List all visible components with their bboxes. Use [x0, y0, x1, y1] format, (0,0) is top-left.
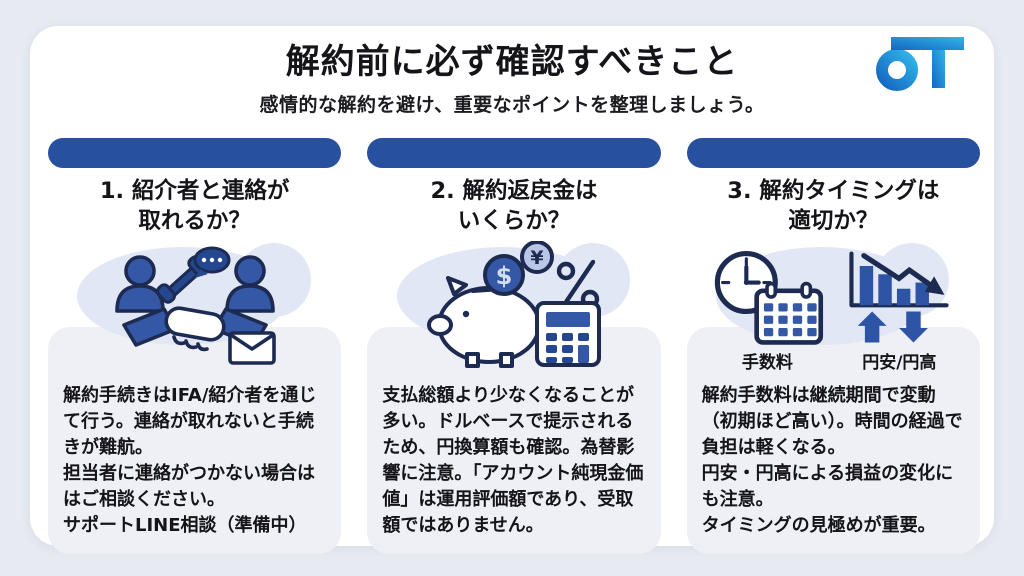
section-divider-bar	[48, 138, 342, 168]
clock-calendar-icon	[715, 251, 824, 345]
column-heading: 1. 紹介者と連絡が 取れるか？	[99, 178, 290, 234]
icon-area: $ ¥	[367, 241, 660, 373]
column-body-text: 支払総額より少なくなることが多い。ドルベースで提示されるため、円換算額も確認。為…	[382, 385, 644, 536]
slide-header: 解約前に必ず確認すべきこと 感情的な解約を避け、重要なポイントを整理しましょう。	[30, 26, 994, 117]
ot-logo-icon	[876, 37, 964, 91]
column-heading: 3. 解約タイミングは 適切か？	[727, 178, 940, 234]
icon-area: 手数料	[687, 241, 980, 373]
section-divider-bar	[367, 138, 661, 168]
section-divider-bar	[686, 138, 980, 168]
declining-chart-arrows-icon	[849, 251, 949, 343]
column-body-text: 解約手続きはIFA/紹介者を通じて行う。連絡が取れないと手続きが難航。 担当者に…	[63, 385, 317, 536]
column-body-text: 解約手数料は継続期間で変動（初期ほど高い）。時間の経過で負担は軽くなる。 円安・…	[701, 385, 963, 536]
fx-icon-stack: 円安/円高	[837, 247, 961, 373]
columns-container: 1. 紹介者と連絡が 取れるか？	[48, 138, 980, 555]
column-cancel-timing: 3. 解約タイミングは 適切か？	[686, 138, 980, 555]
info-panel: 解約手続きはIFA/紹介者を通じて行う。連絡が取れないと手続きが難航。 担当者に…	[48, 327, 342, 555]
piggy-bank-calculator-icon: $ ¥	[426, 241, 601, 368]
column-heading: 2. 解約返戻金は いくらか？	[430, 178, 598, 234]
page-subtitle: 感情的な解約を避け、重要なポイントを整理しましょう。	[259, 93, 765, 116]
column-contact-introducer: 1. 紹介者と連絡が 取れるか？	[48, 138, 342, 555]
fx-label: 円安/円高	[862, 353, 937, 373]
info-panel: 支払総額より少なくなることが多い。ドルベースで提示されるため、円換算額も確認。為…	[367, 327, 661, 555]
info-panel: 解約手数料は継続期間で変動（初期ほど高い）。時間の経過で負担は軽くなる。 円安・…	[686, 327, 980, 555]
page-title: 解約前に必ず確認すべきこと	[285, 42, 739, 82]
dollar-symbol: $	[496, 262, 513, 290]
icon-area	[48, 241, 341, 373]
fees-icon-stack: 手数料	[705, 247, 829, 373]
handshake-communication-icon	[114, 246, 276, 365]
fee-label: 手数料	[741, 353, 793, 373]
column-surrender-value: 2. 解約返戻金は いくらか？	[367, 138, 661, 555]
slide-card: 解約前に必ず確認すべきこと 感情的な解約を避け、重要なポイントを整理しましょう。…	[30, 26, 994, 555]
yen-symbol: ¥	[530, 247, 543, 269]
